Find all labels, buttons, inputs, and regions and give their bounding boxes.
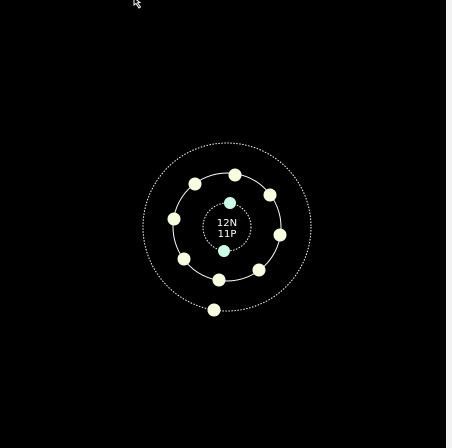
proton-count-label: 11P xyxy=(218,229,237,240)
shell-2-electron xyxy=(212,273,226,287)
shell-2-electron xyxy=(167,212,181,226)
mouse-pointer-icon xyxy=(133,0,142,9)
shell-3-ring xyxy=(142,142,312,312)
shell-1-electron xyxy=(218,245,230,257)
shell-2-electron xyxy=(177,252,191,266)
shell-3-electron xyxy=(207,303,221,317)
shell-1-electron xyxy=(224,197,236,209)
shell-2-ring xyxy=(172,172,282,282)
shell-2-electron xyxy=(228,168,242,182)
shell-2-electron xyxy=(273,228,287,242)
shell-2-electron xyxy=(263,188,277,202)
shell-2-electron xyxy=(188,177,202,191)
neutron-count-label: 12N xyxy=(217,218,237,229)
window-edge xyxy=(446,0,452,448)
shell-2-electron xyxy=(252,263,266,277)
